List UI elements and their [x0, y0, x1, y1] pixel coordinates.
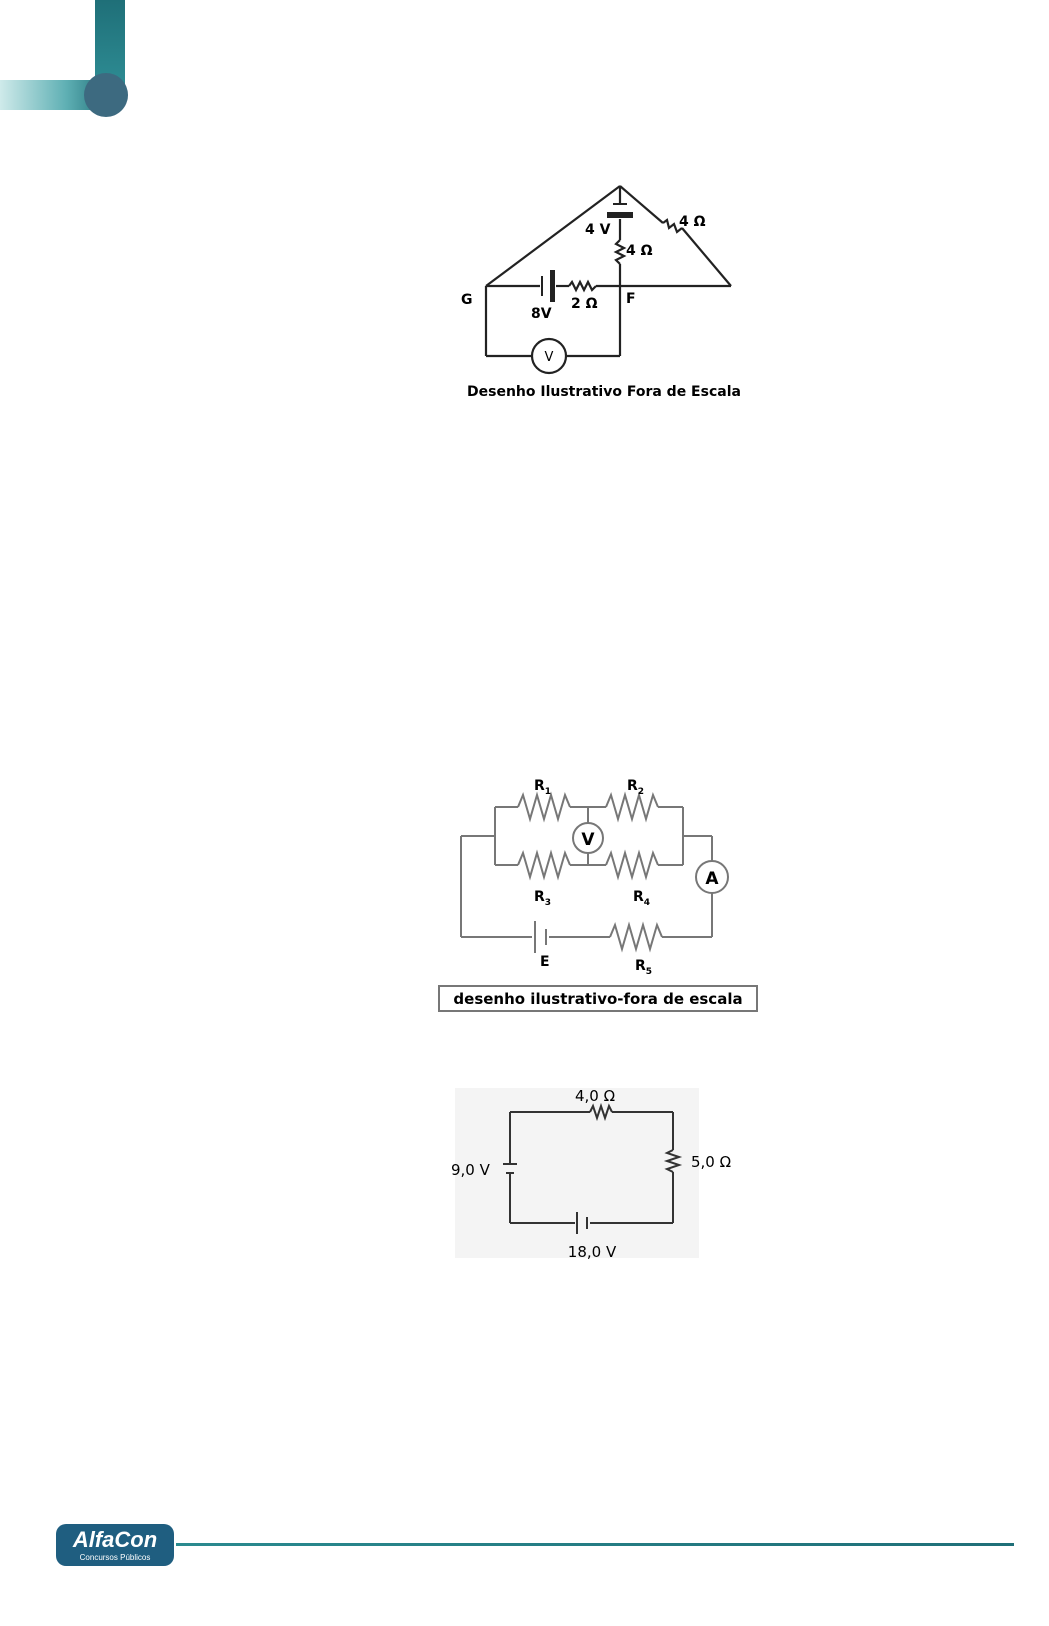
label-source-e: E — [540, 954, 550, 970]
label-r3: R3 — [534, 889, 551, 908]
label-horizontal-resistor: 2 Ω — [571, 296, 598, 312]
caption-diagram-2: desenho ilustrativo-fora de escala — [453, 990, 742, 1008]
footer-line — [176, 1543, 1014, 1546]
logo-tagline: Concursos Públicos — [56, 1553, 174, 1562]
label-r4: R4 — [633, 889, 650, 908]
circuit-diagram-3: 4,0 Ω 5,0 Ω 9,0 V 18,0 V — [445, 1080, 755, 1270]
header-circle — [84, 73, 128, 117]
circuit-diagram-2: V A R1 R2 R3 R4 R5 E desenho ilustrativo… — [430, 765, 770, 1020]
label-battery-bottom: 18,0 V — [568, 1243, 617, 1261]
node-g-label: G — [461, 292, 473, 308]
label-diagonal-resistor: 4 Ω — [679, 214, 706, 230]
label-4v: 4 V — [585, 222, 611, 238]
label-battery-left: 9,0 V — [451, 1161, 491, 1179]
label-resistor-right: 5,0 Ω — [691, 1153, 731, 1171]
caption-diagram-1: Desenho Ilustrativo Fora de Escala — [467, 384, 741, 400]
header-decoration — [0, 0, 140, 125]
logo-name: AlfaCon — [56, 1527, 174, 1553]
node-f-label: F — [626, 291, 636, 307]
alfacon-logo: AlfaCon Concursos Públicos — [56, 1524, 174, 1566]
label-r5: R5 — [635, 958, 652, 977]
circuit-diagram-1: V 4 V 4 Ω 4 Ω G F 8V 2 Ω Desenho Ilustra… — [455, 180, 755, 410]
label-resistor-top: 4,0 Ω — [575, 1087, 615, 1105]
ammeter-label: A — [705, 869, 719, 889]
voltmeter-label-2: V — [581, 830, 595, 850]
label-8v: 8V — [531, 306, 552, 322]
voltmeter-label-1: V — [545, 350, 554, 365]
label-r2: R2 — [627, 778, 644, 797]
label-vertical-resistor: 4 Ω — [626, 243, 653, 259]
